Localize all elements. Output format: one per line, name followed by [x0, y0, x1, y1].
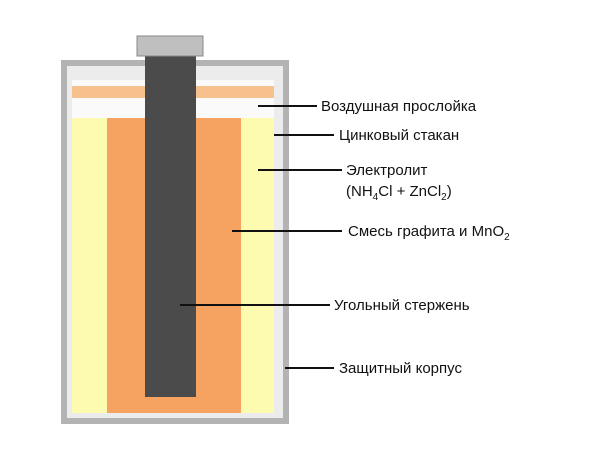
label-carbon-rod: Угольный стержень: [334, 297, 470, 314]
label-zinc-cup: Цинковый стакан: [339, 127, 459, 144]
carbon-rod: [145, 48, 196, 397]
leader-lines: [180, 105, 342, 369]
label-case: Защитный корпус: [339, 360, 462, 377]
label-air-gap: Воздушная прослойка: [321, 98, 477, 115]
label-electrolyte-formula: (NH4Cl + ZnCl2): [346, 183, 452, 203]
label-mixture: Смесь графита и MnO2: [348, 223, 510, 243]
terminal-cap: [136, 35, 204, 57]
label-electrolyte: Электролит: [346, 162, 427, 179]
